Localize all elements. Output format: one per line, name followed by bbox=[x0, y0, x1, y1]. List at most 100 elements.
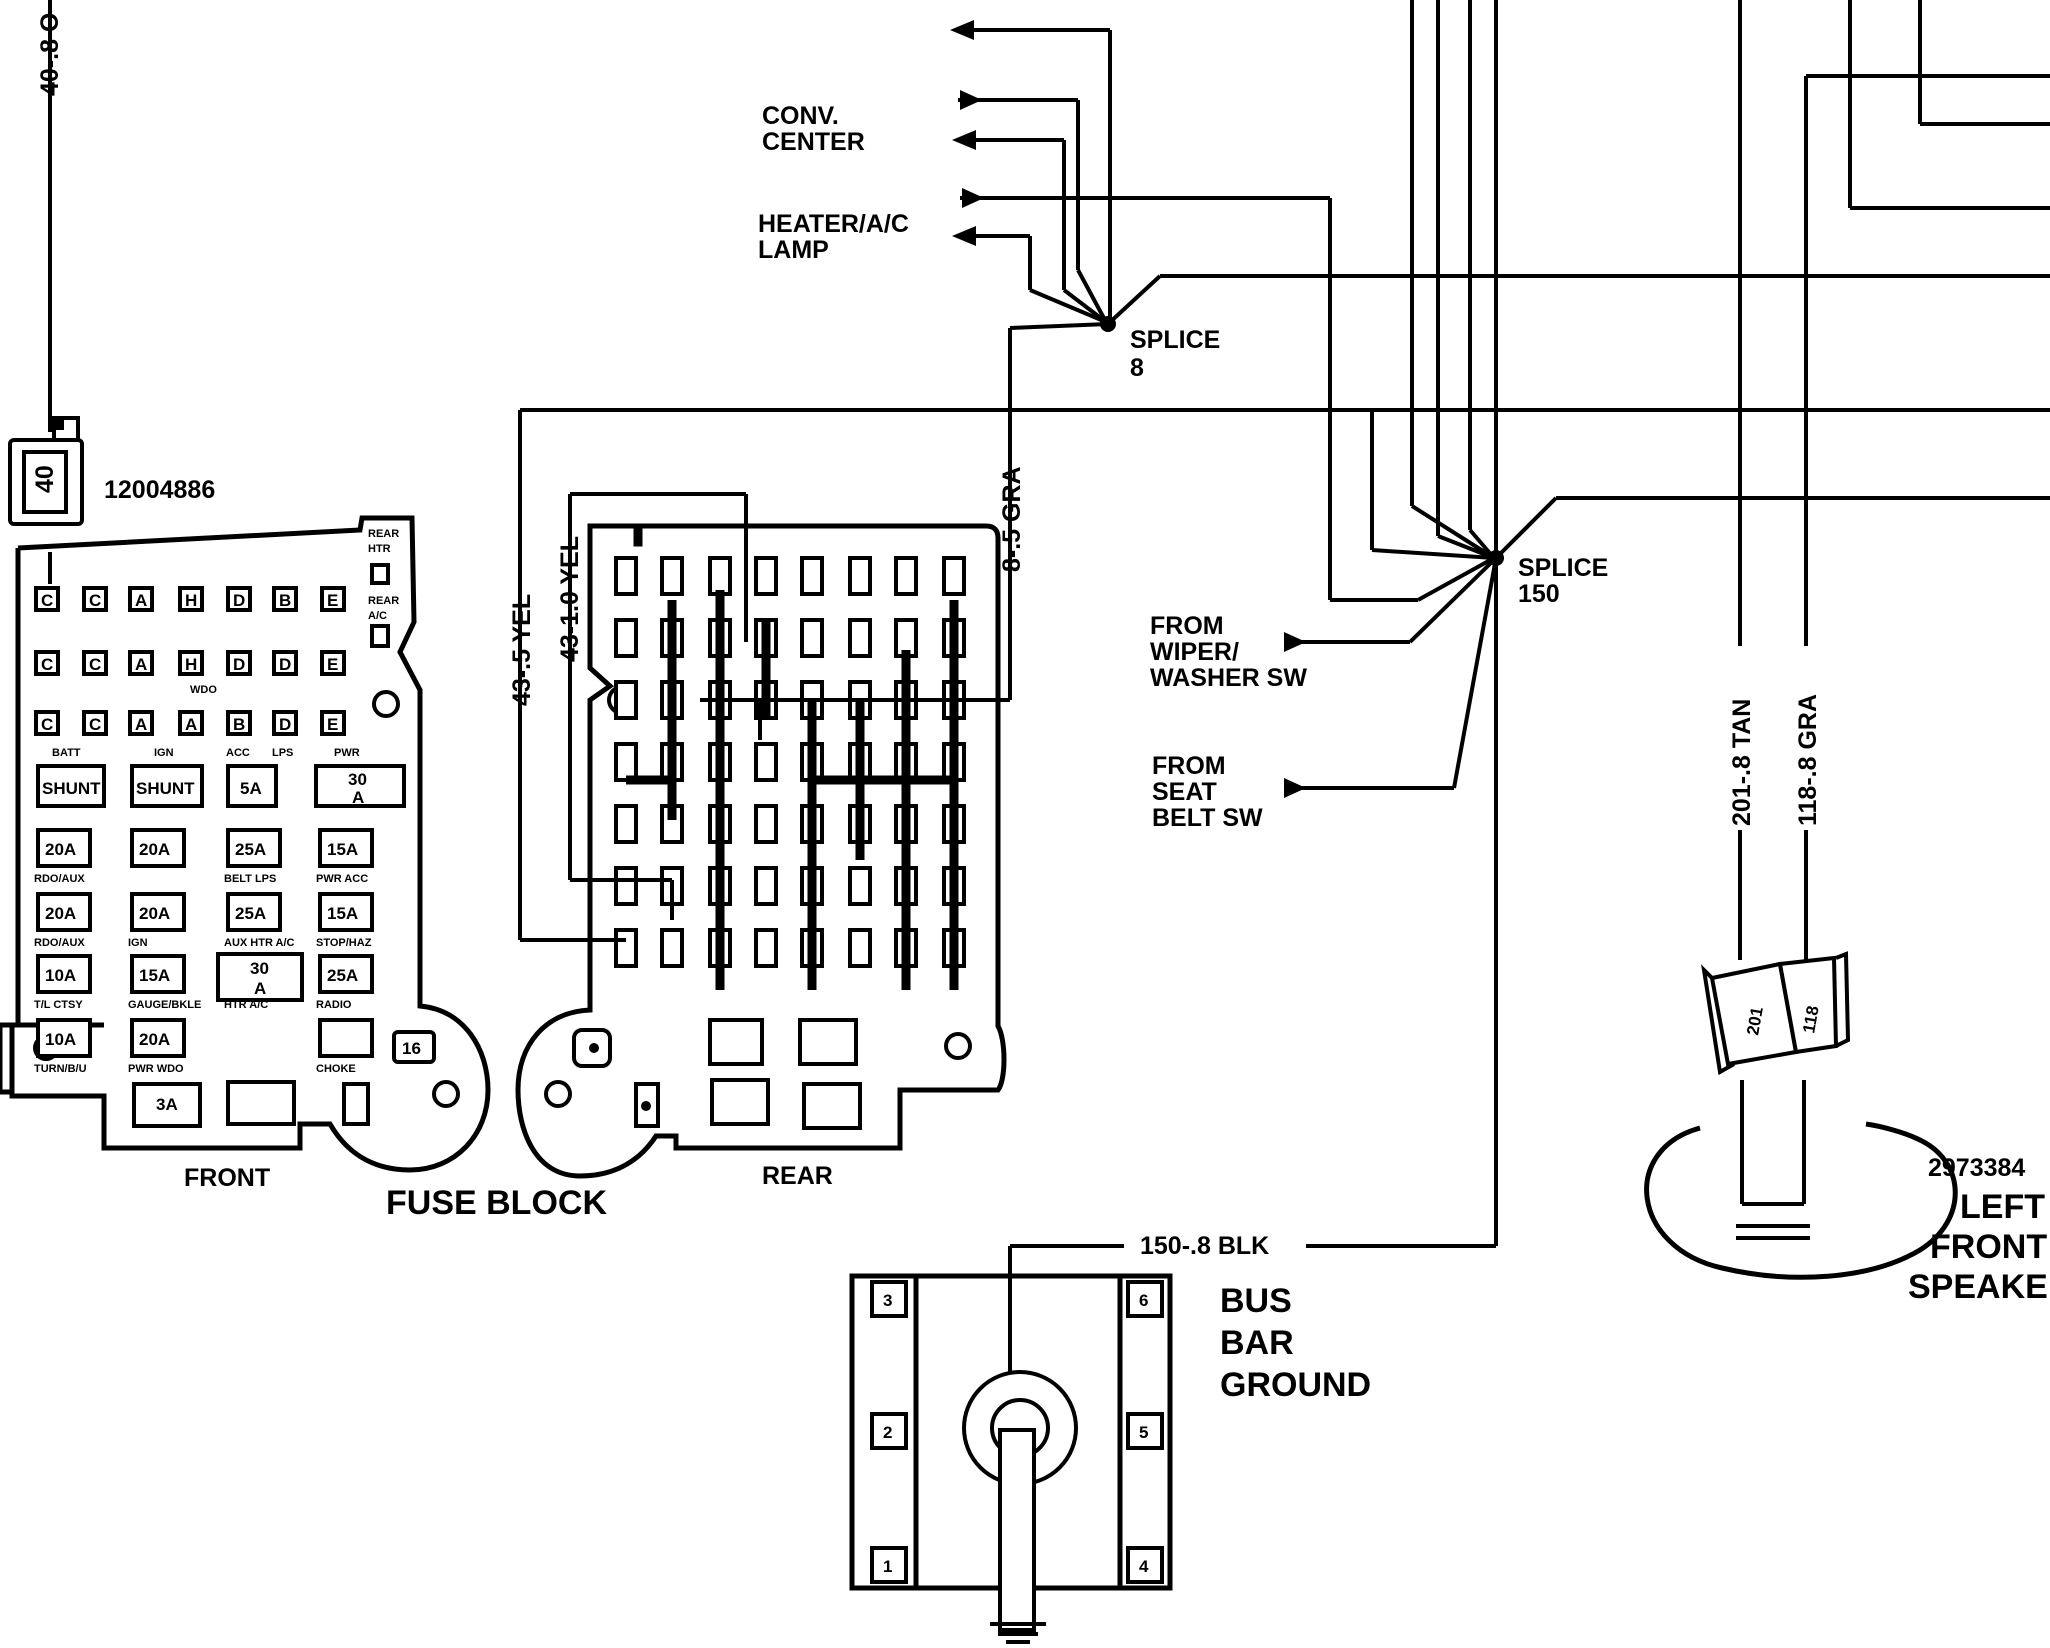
terminal-letter: A bbox=[185, 715, 197, 734]
fuse-value: A bbox=[254, 979, 266, 998]
terminal-letter: B bbox=[279, 591, 291, 610]
rear-terminal bbox=[614, 618, 638, 658]
fuse-value: 20A bbox=[139, 1030, 170, 1049]
bus-pin-number: 2 bbox=[883, 1423, 892, 1442]
rear-terminal bbox=[800, 618, 824, 658]
terminal-letter: C bbox=[89, 715, 101, 734]
fuse-value: 3A bbox=[156, 1095, 178, 1114]
rear-ac-label-line1: REAR bbox=[368, 595, 399, 607]
terminal-letter: C bbox=[89, 591, 101, 610]
fuse-small bbox=[342, 1082, 370, 1126]
fuse-value: 20A bbox=[45, 840, 76, 859]
terminal-letter-box: C bbox=[82, 710, 108, 736]
terminal-letter-box: A bbox=[178, 710, 204, 736]
terminal-letter: D bbox=[279, 655, 291, 674]
terminal-letter-box: D bbox=[226, 650, 252, 676]
connector-pin-label: 40 bbox=[31, 465, 59, 493]
terminal-letter-box: A bbox=[128, 586, 154, 612]
speaker-pin-201: 201 bbox=[1743, 1005, 1767, 1036]
heater-lamp-line1: HEATER/A/C bbox=[758, 210, 909, 238]
fuse-value: 25A bbox=[235, 904, 266, 923]
fuse-caption: RDO/AUX bbox=[34, 873, 85, 885]
terminal-letter: E bbox=[327, 655, 338, 674]
rear-terminals bbox=[614, 556, 966, 1130]
fuse-caption: PWR WDO bbox=[128, 1063, 184, 1075]
fuse: 20A bbox=[130, 828, 186, 868]
rear-relay bbox=[798, 1018, 858, 1066]
heater-lamp-line2: LAMP bbox=[758, 236, 829, 264]
fuse-block-label: FUSE BLOCK bbox=[386, 1184, 607, 1222]
from-seat-line3: BELT SW bbox=[1152, 804, 1263, 832]
terminal-letter: E bbox=[327, 591, 338, 610]
rear-terminal bbox=[754, 742, 778, 782]
rear-terminal bbox=[614, 928, 638, 968]
rear-htr-label-line1: REAR bbox=[368, 528, 399, 540]
terminal-letter-box: C bbox=[34, 710, 60, 736]
rear-terminal bbox=[848, 618, 872, 658]
terminal-letter: A bbox=[135, 591, 147, 610]
bus-pin: 1 bbox=[870, 1546, 908, 1584]
rear-ac-label-line2: A/C bbox=[368, 610, 387, 622]
bus-pin-number: 5 bbox=[1139, 1423, 1148, 1442]
fuse-value: 10A bbox=[45, 966, 76, 985]
wire-150-label: 150-.8 BLK bbox=[1140, 1232, 1269, 1260]
terminal-letter-box: E bbox=[320, 586, 346, 612]
conv-center-line1: CONV. bbox=[762, 102, 839, 130]
terminal-letter: D bbox=[279, 715, 291, 734]
speaker-part-number: 2973384 bbox=[1928, 1154, 2025, 1182]
from-wiper-line1: FROM bbox=[1150, 612, 1224, 640]
terminal-letter-box: D bbox=[226, 586, 252, 612]
rear-relay bbox=[802, 1082, 862, 1130]
fuse: CHOKE bbox=[316, 1018, 374, 1075]
terminal-letter-box: C bbox=[82, 586, 108, 612]
terminal-letter-box: C bbox=[82, 650, 108, 676]
from-wiper-line2: WIPER/ bbox=[1150, 638, 1239, 666]
speaker-name-line3: SPEAKE bbox=[1908, 1268, 2048, 1306]
fuse-16: 16 bbox=[392, 1030, 436, 1064]
fuse-value: 10A bbox=[45, 1030, 76, 1049]
bus-pin-number: 6 bbox=[1139, 1291, 1148, 1310]
terminal-letter: A bbox=[135, 655, 147, 674]
terminal-letter-box: D bbox=[272, 710, 298, 736]
rear-terminal bbox=[708, 556, 732, 596]
terminal-letter-box: A bbox=[128, 650, 154, 676]
fuse-value: 15A bbox=[327, 840, 358, 859]
fuse-caption: TURN/B/U bbox=[34, 1063, 87, 1075]
rear-terminal bbox=[754, 866, 778, 906]
terminal-letter-box: C bbox=[34, 586, 60, 612]
from-wiper-line3: WASHER SW bbox=[1150, 664, 1307, 692]
bus-pin: 5 bbox=[1126, 1412, 1164, 1450]
caption-acc: ACC bbox=[226, 747, 250, 759]
rear-terminal bbox=[848, 556, 872, 596]
rear-terminal bbox=[800, 556, 824, 596]
terminal-letter-box: A bbox=[128, 710, 154, 736]
fuse: 10A TURN/B/U bbox=[34, 1018, 92, 1075]
bus-bar-line2: BAR bbox=[1220, 1324, 1294, 1362]
fuse-choke bbox=[226, 1080, 296, 1126]
rear-terminal bbox=[660, 556, 684, 596]
fuse-caption: PWR ACC bbox=[316, 873, 368, 885]
fuse-pwr-value-2: A bbox=[352, 788, 364, 807]
rear-label: REAR bbox=[762, 1162, 833, 1190]
caption-lps: LPS bbox=[272, 747, 293, 759]
fuse-value: 20A bbox=[139, 840, 170, 859]
bus-pin-number: 1 bbox=[883, 1557, 892, 1576]
splice150-line2: 150 bbox=[1518, 580, 1560, 608]
rear-terminal bbox=[614, 556, 638, 596]
fuse-caption: RADIO bbox=[316, 999, 352, 1011]
fuse-value: 20A bbox=[45, 904, 76, 923]
fuse-value: 25A bbox=[235, 840, 266, 859]
fuse-caption: BELT LPS bbox=[224, 873, 276, 885]
rear-terminal bbox=[614, 804, 638, 844]
rear-relay bbox=[708, 1018, 764, 1066]
bus-pin: 6 bbox=[1126, 1280, 1164, 1318]
shunt-ign: SHUNT bbox=[136, 779, 195, 798]
wire-40-label: 40-.8 O bbox=[36, 13, 64, 96]
